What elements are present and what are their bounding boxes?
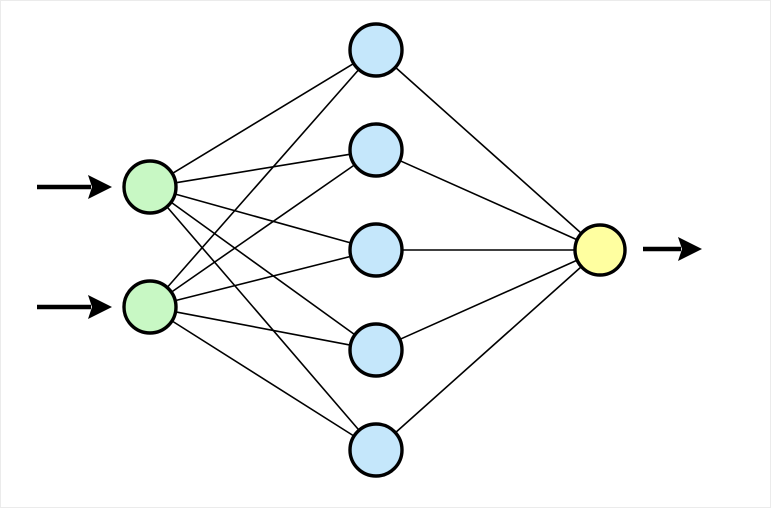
connection-edge: [169, 163, 357, 294]
hidden-layer-node-circle[interactable]: [348, 22, 404, 78]
connection-edge: [398, 258, 579, 341]
neuron-node-h5[interactable]: [348, 422, 404, 478]
input-arrow-bottom-head: [88, 295, 112, 319]
connection-edge: [169, 200, 357, 337]
connection-edges-group: [165, 62, 583, 438]
neuron-node-h2[interactable]: [348, 122, 404, 178]
connection-edge: [398, 159, 579, 242]
output-layer-node-circle[interactable]: [573, 223, 627, 277]
neuron-node-i1[interactable]: [122, 159, 178, 215]
connection-edge: [173, 310, 353, 347]
output-arrow: [643, 237, 702, 261]
hidden-layer-node-circle[interactable]: [348, 222, 404, 278]
connection-edge: [393, 65, 583, 235]
connection-edge: [170, 62, 356, 175]
hidden-layer-node-circle[interactable]: [348, 422, 404, 478]
input-arrow-bottom: [37, 295, 112, 319]
input-arrow-top-head: [88, 175, 112, 199]
io-arrows-group: [37, 175, 702, 319]
neuron-nodes-group: [122, 22, 627, 478]
connection-edge: [393, 265, 583, 435]
connection-edge: [170, 319, 356, 438]
input-arrow-top: [37, 175, 112, 199]
neuron-node-h4[interactable]: [348, 322, 404, 378]
connection-edge: [165, 67, 361, 290]
neuron-node-h3[interactable]: [348, 222, 404, 278]
input-layer-node-circle[interactable]: [122, 279, 178, 335]
connection-edge: [173, 192, 353, 245]
output-arrow-head: [678, 237, 702, 261]
connection-edge: [173, 255, 353, 302]
hidden-layer-node-circle[interactable]: [348, 322, 404, 378]
hidden-layer-node-circle[interactable]: [348, 122, 404, 178]
neuron-node-i2[interactable]: [122, 279, 178, 335]
neuron-node-o1[interactable]: [573, 223, 627, 277]
connection-edge: [165, 205, 361, 432]
neuron-node-h1[interactable]: [348, 22, 404, 78]
connection-edge: [173, 153, 353, 184]
input-layer-node-circle[interactable]: [122, 159, 178, 215]
